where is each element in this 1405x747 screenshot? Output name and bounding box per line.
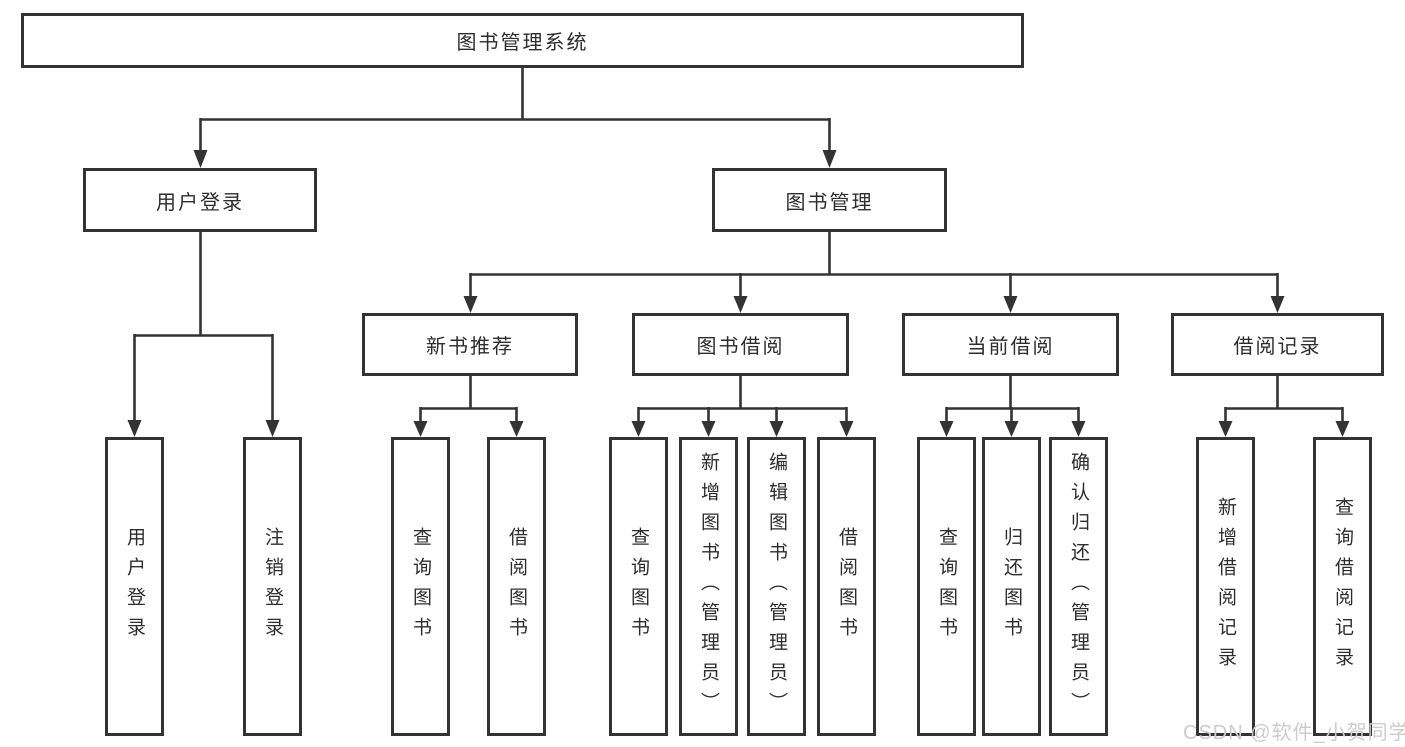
leaf-add-books-admin-label: 新增图书（管理员） [698, 451, 719, 722]
leaf-return-books-label: 归还图书 [1001, 526, 1022, 647]
leaf-query-borrow-record: 查询借阅记录 [1313, 437, 1372, 736]
node-borrow-records-label: 借阅记录 [1233, 336, 1322, 358]
leaf-borrow-books: 借阅图书 [817, 437, 876, 736]
node-book-borrow-label: 图书借阅 [696, 336, 785, 358]
leaf-add-borrow-record-label: 新增借阅记录 [1215, 496, 1236, 677]
leaf-user-login: 用户登录 [105, 437, 164, 736]
node-new-book-recommend: 新书推荐 [362, 313, 578, 376]
leaf-borrow-books-recommend-label: 借阅图书 [506, 526, 527, 647]
node-user-login: 用户登录 [83, 168, 317, 232]
csdn-watermark: CSDN @软件_小贺同学 [1183, 722, 1405, 744]
leaf-logout-label: 注销登录 [262, 526, 283, 647]
connector-book-borrow-children [631, 376, 854, 437]
leaf-query-books-current: 查询图书 [917, 437, 976, 736]
leaf-edit-books-admin: 编辑图书（管理员） [747, 437, 806, 736]
connector-current-borrow-children [939, 376, 1086, 437]
node-current-borrow: 当前借阅 [902, 313, 1119, 376]
leaf-query-books-recommend: 查询图书 [391, 437, 450, 736]
connector-new-book-children [413, 376, 524, 437]
node-book-management-label: 图书管理 [785, 191, 874, 214]
leaf-query-books-borrow: 查询图书 [609, 437, 668, 736]
leaf-query-books-borrow-label: 查询图书 [628, 526, 649, 647]
connector-root-to-level2 [193, 68, 837, 168]
leaf-confirm-return-admin: 确认归还（管理员） [1049, 437, 1108, 736]
node-new-book-recommend-label: 新书推荐 [426, 336, 514, 358]
leaf-return-books: 归还图书 [982, 437, 1041, 736]
node-book-borrow: 图书借阅 [632, 313, 849, 376]
leaf-query-books-recommend-label: 查询图书 [410, 526, 431, 647]
node-book-management: 图书管理 [712, 168, 947, 232]
leaf-add-borrow-record: 新增借阅记录 [1196, 437, 1255, 736]
node-root-system-label: 图书管理系统 [456, 32, 589, 54]
leaf-add-books-admin: 新增图书（管理员） [679, 437, 738, 736]
leaf-user-login-label: 用户登录 [124, 526, 145, 647]
node-borrow-records: 借阅记录 [1171, 313, 1384, 376]
leaf-borrow-books-label: 借阅图书 [836, 526, 857, 647]
leaf-logout: 注销登录 [243, 437, 302, 736]
connector-book-management-children [463, 232, 1285, 313]
leaf-borrow-books-recommend: 借阅图书 [487, 437, 546, 736]
node-root-system: 图书管理系统 [21, 13, 1024, 68]
node-user-login-label: 用户登录 [156, 191, 244, 214]
connector-user-login-children [127, 232, 280, 437]
leaf-confirm-return-admin-label: 确认归还（管理员） [1068, 451, 1089, 722]
node-current-borrow-label: 当前借阅 [966, 336, 1055, 358]
leaf-query-borrow-record-label: 查询借阅记录 [1332, 496, 1353, 677]
connector-borrow-records-children [1218, 376, 1350, 437]
leaf-edit-books-admin-label: 编辑图书（管理员） [766, 451, 787, 722]
leaf-query-books-current-label: 查询图书 [936, 526, 957, 647]
